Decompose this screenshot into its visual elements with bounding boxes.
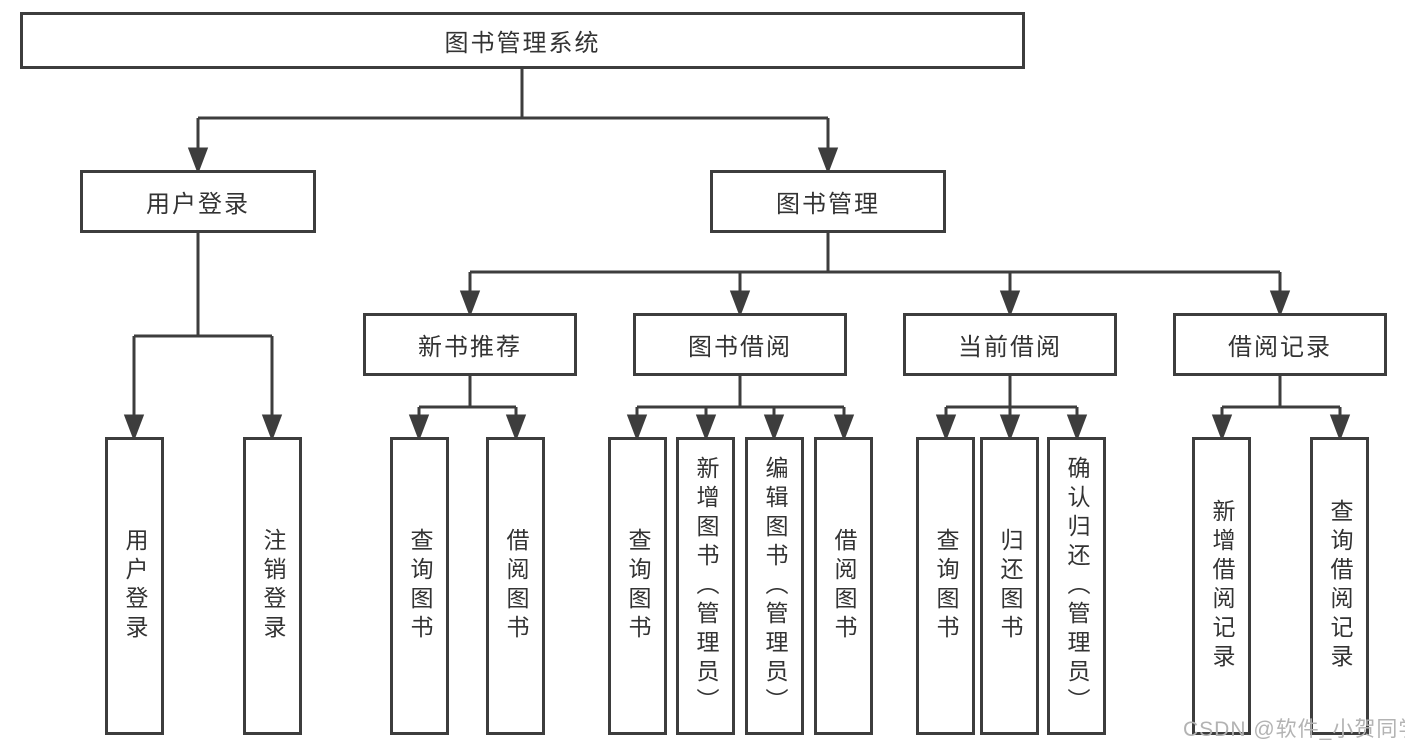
node-label: 新增借阅记录 bbox=[1209, 499, 1235, 673]
arrowhead bbox=[1211, 414, 1233, 442]
node-label: 查询图书 bbox=[625, 528, 651, 644]
arrowhead bbox=[999, 290, 1021, 318]
arrowhead bbox=[1329, 414, 1351, 442]
connector-new-book-rec-to-leaves bbox=[408, 376, 527, 442]
arrowhead bbox=[187, 147, 209, 175]
arrowhead bbox=[763, 414, 785, 442]
leaf-query-books-newbook: 查询图书 bbox=[390, 437, 449, 735]
node-label: 新书推荐 bbox=[418, 334, 522, 361]
leaf-query-borrow-record: 查询借阅记录 bbox=[1310, 437, 1369, 735]
arrowhead bbox=[833, 414, 855, 442]
connector-line bbox=[417, 376, 518, 435]
connector-root-to-level2 bbox=[187, 69, 839, 175]
leaf-edit-books-admin: 编辑图书（管理员） bbox=[745, 437, 804, 735]
leaf-query-books-borrow: 查询图书 bbox=[608, 437, 667, 735]
arrowhead bbox=[505, 414, 527, 442]
node-root-system: 图书管理系统 bbox=[20, 12, 1025, 69]
arrowhead bbox=[695, 414, 717, 442]
arrowhead bbox=[935, 414, 957, 442]
node-label: 注销登录 bbox=[260, 528, 286, 644]
node-label: 查询借阅记录 bbox=[1327, 499, 1353, 673]
arrowhead bbox=[1066, 414, 1088, 442]
node-new-book-rec: 新书推荐 bbox=[363, 313, 577, 376]
arrowhead bbox=[123, 414, 145, 442]
leaf-confirm-return-admin: 确认归还（管理员） bbox=[1047, 437, 1106, 735]
leaf-user-login: 用户登录 bbox=[105, 437, 164, 735]
node-book-mgmt: 图书管理 bbox=[710, 170, 946, 233]
leaf-borrow-books: 借阅图书 bbox=[814, 437, 873, 735]
arrowhead bbox=[817, 147, 839, 175]
node-label: 借阅图书 bbox=[831, 528, 857, 644]
node-label: 查询图书 bbox=[933, 528, 959, 644]
leaf-logout: 注销登录 bbox=[243, 437, 302, 735]
node-label: 当前借阅 bbox=[958, 334, 1062, 361]
leaf-borrow-books-newbook: 借阅图书 bbox=[486, 437, 545, 735]
node-current-borrow: 当前借阅 bbox=[903, 313, 1117, 376]
connector-line bbox=[635, 376, 846, 435]
node-label: 图书管理系统 bbox=[444, 30, 601, 57]
node-label: 确认归还（管理员） bbox=[1064, 455, 1090, 717]
leaf-add-borrow-record: 新增借阅记录 bbox=[1192, 437, 1251, 735]
arrowhead bbox=[999, 414, 1021, 442]
leaf-add-books-admin: 新增图书（管理员） bbox=[676, 437, 735, 735]
node-label: 借阅记录 bbox=[1228, 334, 1332, 361]
connector-user-login-to-leaves bbox=[123, 233, 283, 442]
connector-line bbox=[468, 233, 1282, 311]
arrowhead bbox=[729, 290, 751, 318]
node-book-borrow: 图书借阅 bbox=[633, 313, 847, 376]
leaf-query-books-current: 查询图书 bbox=[916, 437, 975, 735]
node-label: 用户登录 bbox=[146, 191, 250, 218]
node-label: 用户登录 bbox=[122, 528, 148, 644]
arrowhead bbox=[459, 290, 481, 318]
arrowhead bbox=[261, 414, 283, 442]
node-label: 编辑图书（管理员） bbox=[762, 455, 788, 717]
node-user-login: 用户登录 bbox=[80, 170, 316, 233]
connector-line bbox=[196, 69, 830, 168]
node-borrow-records: 借阅记录 bbox=[1173, 313, 1387, 376]
node-label: 图书借阅 bbox=[688, 334, 792, 361]
connector-line bbox=[1220, 376, 1342, 435]
node-label: 借阅图书 bbox=[503, 528, 529, 644]
node-label: 图书管理 bbox=[776, 191, 880, 218]
connector-borrow-records-to-leaves bbox=[1211, 376, 1351, 442]
arrowhead bbox=[1269, 290, 1291, 318]
connector-current-borrow-to-leaves bbox=[935, 376, 1088, 442]
connector-line bbox=[132, 233, 274, 435]
arrowhead bbox=[408, 414, 430, 442]
node-label: 查询图书 bbox=[407, 528, 433, 644]
node-label: 归还图书 bbox=[997, 528, 1023, 644]
connector-book-mgmt-to-level3 bbox=[459, 233, 1291, 318]
connector-book-borrow-to-leaves bbox=[626, 376, 855, 442]
node-label: 新增图书（管理员） bbox=[693, 455, 719, 717]
arrowhead bbox=[626, 414, 648, 442]
csdn-watermark: CSDN @软件_小贺同学 bbox=[1183, 718, 1405, 741]
leaf-return-books: 归还图书 bbox=[980, 437, 1039, 735]
